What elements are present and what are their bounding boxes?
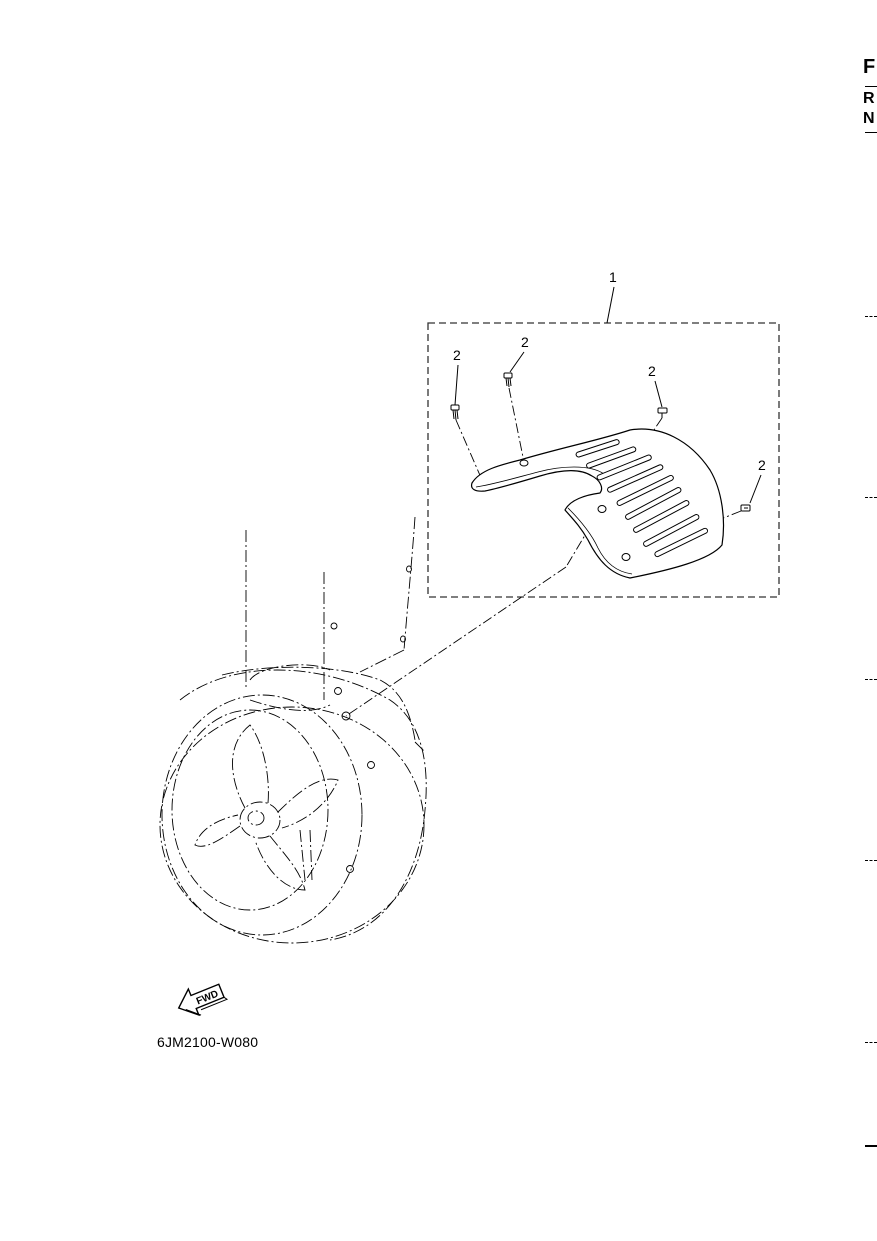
part-group-box — [427, 322, 780, 598]
screw-icon — [740, 504, 751, 512]
part-callout-2b: 2 — [521, 334, 529, 350]
mounting-hole — [519, 459, 631, 561]
edge-dash — [865, 679, 877, 680]
housing-bolt-hole — [330, 565, 412, 873]
part-callout-2c: 2 — [648, 363, 656, 379]
edge-dash — [865, 860, 877, 861]
edge-rule — [865, 86, 877, 87]
part-callout-2a: 2 — [453, 347, 461, 363]
part-callout-2d: 2 — [758, 457, 766, 473]
edge-rule — [865, 1145, 877, 1147]
screw-icon — [503, 372, 513, 388]
edge-letter-n: N — [863, 110, 875, 127]
edge-letter-r: R — [863, 90, 875, 107]
pump-housing-phantom — [159, 516, 427, 944]
grill-slots — [575, 439, 709, 558]
edge-rule — [865, 132, 877, 133]
screw-icon — [657, 407, 668, 418]
edge-dash — [865, 497, 877, 498]
leader-line-2a — [454, 364, 459, 406]
leader-line-2d — [749, 474, 762, 504]
screw-icon — [450, 404, 460, 421]
leader-line-2c — [654, 380, 663, 408]
edge-letter-f: F — [863, 56, 876, 78]
fwd-arrow-icon: FWD — [177, 983, 229, 1017]
part-callout-1: 1 — [609, 269, 617, 285]
leader-line-2b — [509, 351, 525, 373]
edge-dash — [865, 316, 877, 317]
drawing-code: 6JM2100-W080 — [157, 1034, 259, 1050]
leader-line-1 — [606, 286, 615, 324]
edge-dash — [865, 1042, 877, 1043]
impeller-phantom — [194, 724, 339, 891]
